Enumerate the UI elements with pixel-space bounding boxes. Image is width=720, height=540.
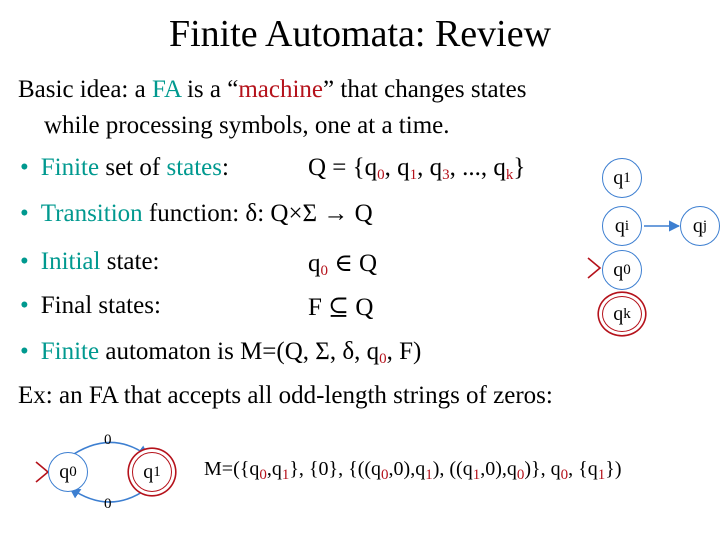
slide-title: Finite Automata: Review (168, 13, 552, 55)
transition-arrow-q1-q0 (69, 487, 149, 503)
bullet-text: Final states: (40, 292, 161, 319)
bullet-initial: • Initial state: (20, 248, 160, 276)
def-text: }) (605, 458, 622, 480)
intro-fa: FA (151, 76, 181, 103)
expr-sub: 3 (442, 167, 450, 183)
intro-machine: machine (238, 76, 324, 103)
states-expression: Q = {q0, q1, q3, ..., qk} (308, 154, 526, 183)
expr-text: } (513, 154, 526, 181)
bullet-dot: • (20, 200, 29, 227)
expr-text: , ..., q (449, 154, 506, 181)
def-text: }, {0}, {((q (289, 458, 382, 480)
start-arrow (35, 461, 50, 483)
bullet-states: • Finite set of states: (20, 154, 229, 182)
state-label: q (692, 214, 703, 237)
expr-text: Q = {q (308, 154, 378, 181)
bullet-dot: • (20, 248, 29, 275)
example-caption: Ex: an FA that accepts all odd-length st… (18, 382, 553, 409)
bullet-hl: Transition (40, 200, 143, 227)
edge-label-bottom: 0 (104, 496, 112, 512)
def-sub: 1 (281, 467, 290, 483)
bullet-final: • Final states: (20, 292, 161, 320)
intro-text: Basic idea: a (18, 76, 152, 103)
bullet-text: : (222, 154, 229, 181)
def-text: ,q (266, 458, 282, 480)
transition-expression: δ: Q×Σ → Q (245, 200, 373, 227)
def-sub: 1 (597, 467, 606, 483)
bullet-transition: • Transition function: δ: Q×Σ → Q (20, 200, 373, 228)
bullet-text: set of (99, 154, 167, 181)
def-text: ), ((q (432, 458, 473, 480)
expr-sub: 0 (320, 263, 329, 279)
state-label: q (614, 214, 625, 237)
def-text: , {q (568, 458, 598, 480)
bullet-dot: • (20, 338, 29, 365)
intro-line-2: while processing symbols, one at a time. (44, 112, 450, 139)
start-arrow (587, 257, 602, 279)
expr-text: , q (384, 154, 410, 181)
state-label: q (143, 460, 154, 483)
intro-text: is a “ (180, 76, 239, 103)
edge-label-top: 0 (104, 432, 112, 448)
intro-text: ” that changes states (323, 76, 527, 103)
bullet-text: state: (100, 248, 160, 275)
expr-text: , q (417, 154, 443, 181)
intro-line-1: Basic idea: a FA is a “machine” that cha… (18, 76, 526, 104)
state-label: q (613, 302, 624, 325)
initial-expression: q0 ∈ Q (308, 248, 378, 279)
bullet-hl: Finite (40, 338, 100, 365)
def-text: ,0),q (480, 458, 517, 480)
def-sub: 0 (381, 467, 389, 483)
def-sub: 1 (425, 467, 433, 483)
bullet-text: function: (142, 200, 246, 227)
bullet-automaton: • Finite automaton is M=(Q, Σ, δ, q0, F) (20, 338, 422, 367)
final-expression: F ⊆ Q (308, 294, 374, 321)
def-sub: 0 (560, 467, 569, 483)
def-text: )}, q (524, 458, 561, 480)
bullet-hl: Finite (40, 154, 100, 181)
state-label: q (59, 460, 70, 483)
def-sub: 0 (516, 467, 525, 483)
bullet-dot: • (20, 154, 29, 181)
def-text: ,0),q (388, 458, 426, 480)
example-machine-definition: M=({q0,q1}, {0}, {((q0,0),q1), ((q1,0),q… (204, 458, 622, 483)
expr-text: q (308, 250, 321, 277)
def-text: M=({q (204, 458, 260, 480)
state-label: q (613, 258, 624, 281)
bullet-text: , F) (386, 338, 422, 365)
state-label: q (613, 166, 624, 189)
bullet-hl: Initial (40, 248, 101, 275)
expr-sub: k (505, 167, 514, 183)
def-sub: 0 (259, 467, 267, 483)
expr-sub: 0 (379, 351, 387, 367)
transition-arrow-q0-q1 (67, 441, 149, 459)
expr-sub: 1 (409, 167, 418, 183)
expr-sub: 0 (377, 167, 385, 183)
def-sub: 1 (472, 467, 481, 483)
bullet-hl: states (166, 154, 223, 181)
bullet-dot: • (20, 292, 29, 319)
bullet-text: automaton is M=(Q, Σ, δ, q (99, 338, 380, 365)
expr-text: ∈ Q (328, 250, 378, 277)
